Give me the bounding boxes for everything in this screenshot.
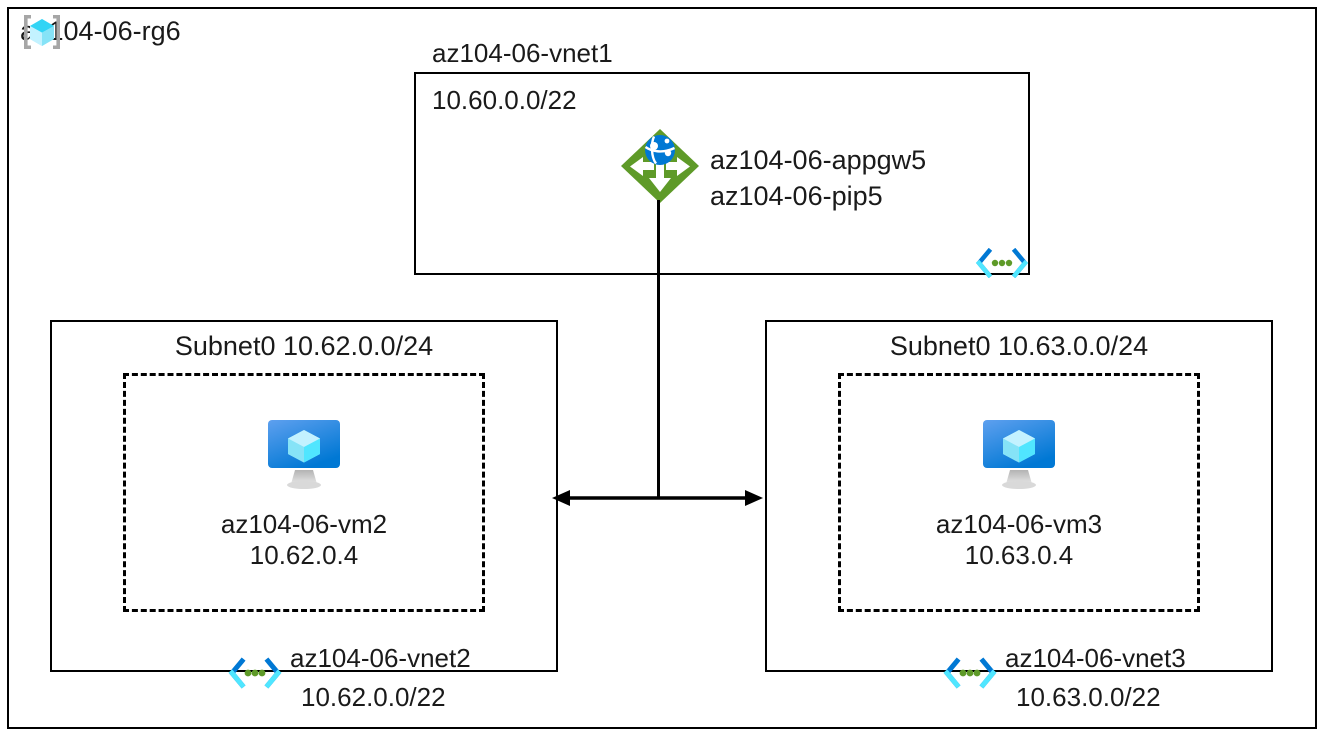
vnet2-subnet-boundary [123, 373, 485, 612]
vnet3-name: az104-06-vnet3 [1005, 643, 1186, 673]
virtual-machine-icon[interactable] [977, 418, 1061, 490]
vnet3-vm-ip: 10.63.0.4 [964, 539, 1074, 570]
vnet3-subnet-title: Subnet0 10.63.0.0/24 [889, 331, 1149, 361]
gateway-pip-name: az104-06-pip5 [710, 180, 883, 211]
vnet3-boundary [765, 320, 1273, 672]
vnet1-boundary [414, 72, 1030, 275]
gateway-vertical-connector [657, 200, 660, 498]
vnet2-name: az104-06-vnet2 [290, 643, 471, 673]
vnet2-subnet-title: Subnet0 10.62.0.0/24 [174, 331, 434, 361]
vnet1-cidr: 10.60.0.0/22 [432, 85, 577, 115]
vnet2-boundary [50, 320, 558, 672]
virtual-network-icon[interactable] [942, 657, 998, 689]
gateway-appgw-name: az104-06-appgw5 [710, 145, 927, 175]
vnet-peering-arrow [552, 490, 763, 506]
resource-group-cube-icon [20, 12, 64, 52]
vnet3-vm-labels: az104-06-vm3 10.63.0.4 [838, 509, 1200, 570]
resource-group-boundary [7, 7, 1317, 729]
vnet3-vm-name: az104-06-vm3 [935, 509, 1103, 539]
vnet3-cidr: 10.63.0.0/22 [1016, 682, 1161, 712]
vnet3-subnet-boundary [838, 373, 1200, 612]
vnet2-vm-labels: az104-06-vm2 10.62.0.4 [123, 509, 485, 570]
gateway-labels: az104-06-appgw5 az104-06-pip5 [710, 143, 926, 214]
application-gateway-icon[interactable] [618, 126, 702, 206]
vnet2-cidr: 10.62.0.0/22 [301, 682, 446, 712]
virtual-network-icon[interactable] [975, 247, 1029, 279]
vnet2-vm-ip: 10.62.0.4 [249, 539, 359, 570]
virtual-machine-icon[interactable] [262, 418, 346, 490]
virtual-network-icon[interactable] [227, 657, 283, 689]
vnet1-title: az104-06-vnet1 [432, 38, 613, 68]
vnet2-vm-name: az104-06-vm2 [220, 509, 388, 539]
resource-group-header: az104-06-rg6 [20, 14, 181, 49]
